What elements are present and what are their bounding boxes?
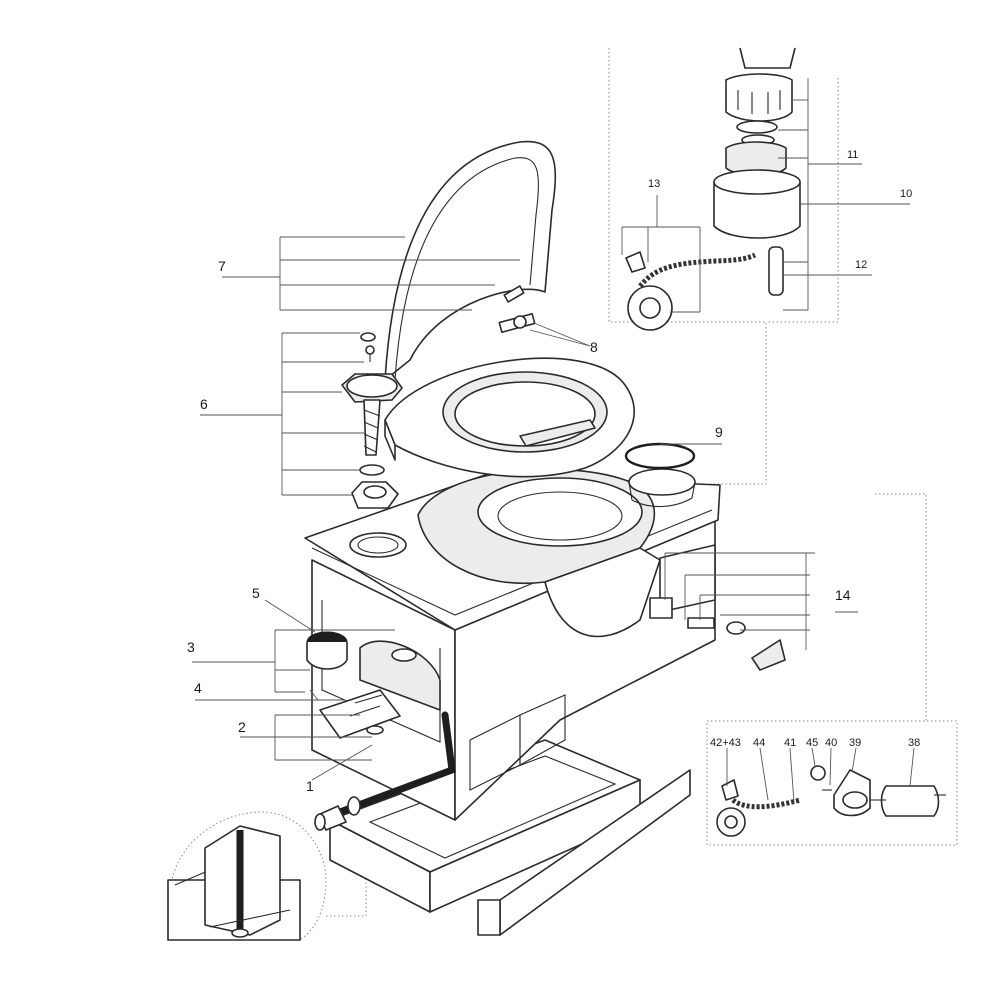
drain-hose <box>314 711 456 831</box>
callout-13: 13 <box>648 178 660 190</box>
detail-frame-fan-kit <box>706 493 958 846</box>
callout-42-43: 42+43 <box>710 737 741 749</box>
toilet-seat <box>384 357 636 478</box>
latch-parts-14 <box>687 617 786 671</box>
callout-40: 40 <box>825 737 837 749</box>
drain-detail-inset <box>167 811 327 941</box>
detail-frame-pump-assembly <box>608 48 839 485</box>
callout-9: 9 <box>715 424 723 440</box>
callout-12: 12 <box>855 259 867 271</box>
o-ring <box>624 442 696 470</box>
floor-base <box>329 739 691 936</box>
callout-8: 8 <box>590 339 598 355</box>
toilet-lid <box>384 140 557 381</box>
callout-6: 6 <box>200 396 208 412</box>
toilet-body <box>304 468 721 821</box>
hose-detail-13 <box>625 251 757 331</box>
fan-kit-parts <box>716 765 946 837</box>
callout-2: 2 <box>238 719 246 735</box>
float-part <box>306 631 417 670</box>
callout-3: 3 <box>187 639 195 655</box>
callout-7: 7 <box>218 258 226 274</box>
callout-leader-lines <box>192 78 915 803</box>
callout-44: 44 <box>753 737 765 749</box>
callout-4: 4 <box>194 680 202 696</box>
callout-14: 14 <box>835 587 851 603</box>
callout-5: 5 <box>252 585 260 601</box>
pump-assembly <box>713 47 801 296</box>
callout-39: 39 <box>849 737 861 749</box>
callout-10: 10 <box>900 188 912 200</box>
callout-38: 38 <box>908 737 920 749</box>
callout-45: 45 <box>806 737 818 749</box>
callout-numbers: 1 2 3 4 5 6 7 8 9 10 11 12 13 14 42+43 4… <box>187 149 920 794</box>
flush-knob-assembly <box>341 332 403 509</box>
callout-11: 11 <box>847 149 858 161</box>
callout-41: 41 <box>784 737 796 749</box>
callout-1: 1 <box>306 778 314 794</box>
